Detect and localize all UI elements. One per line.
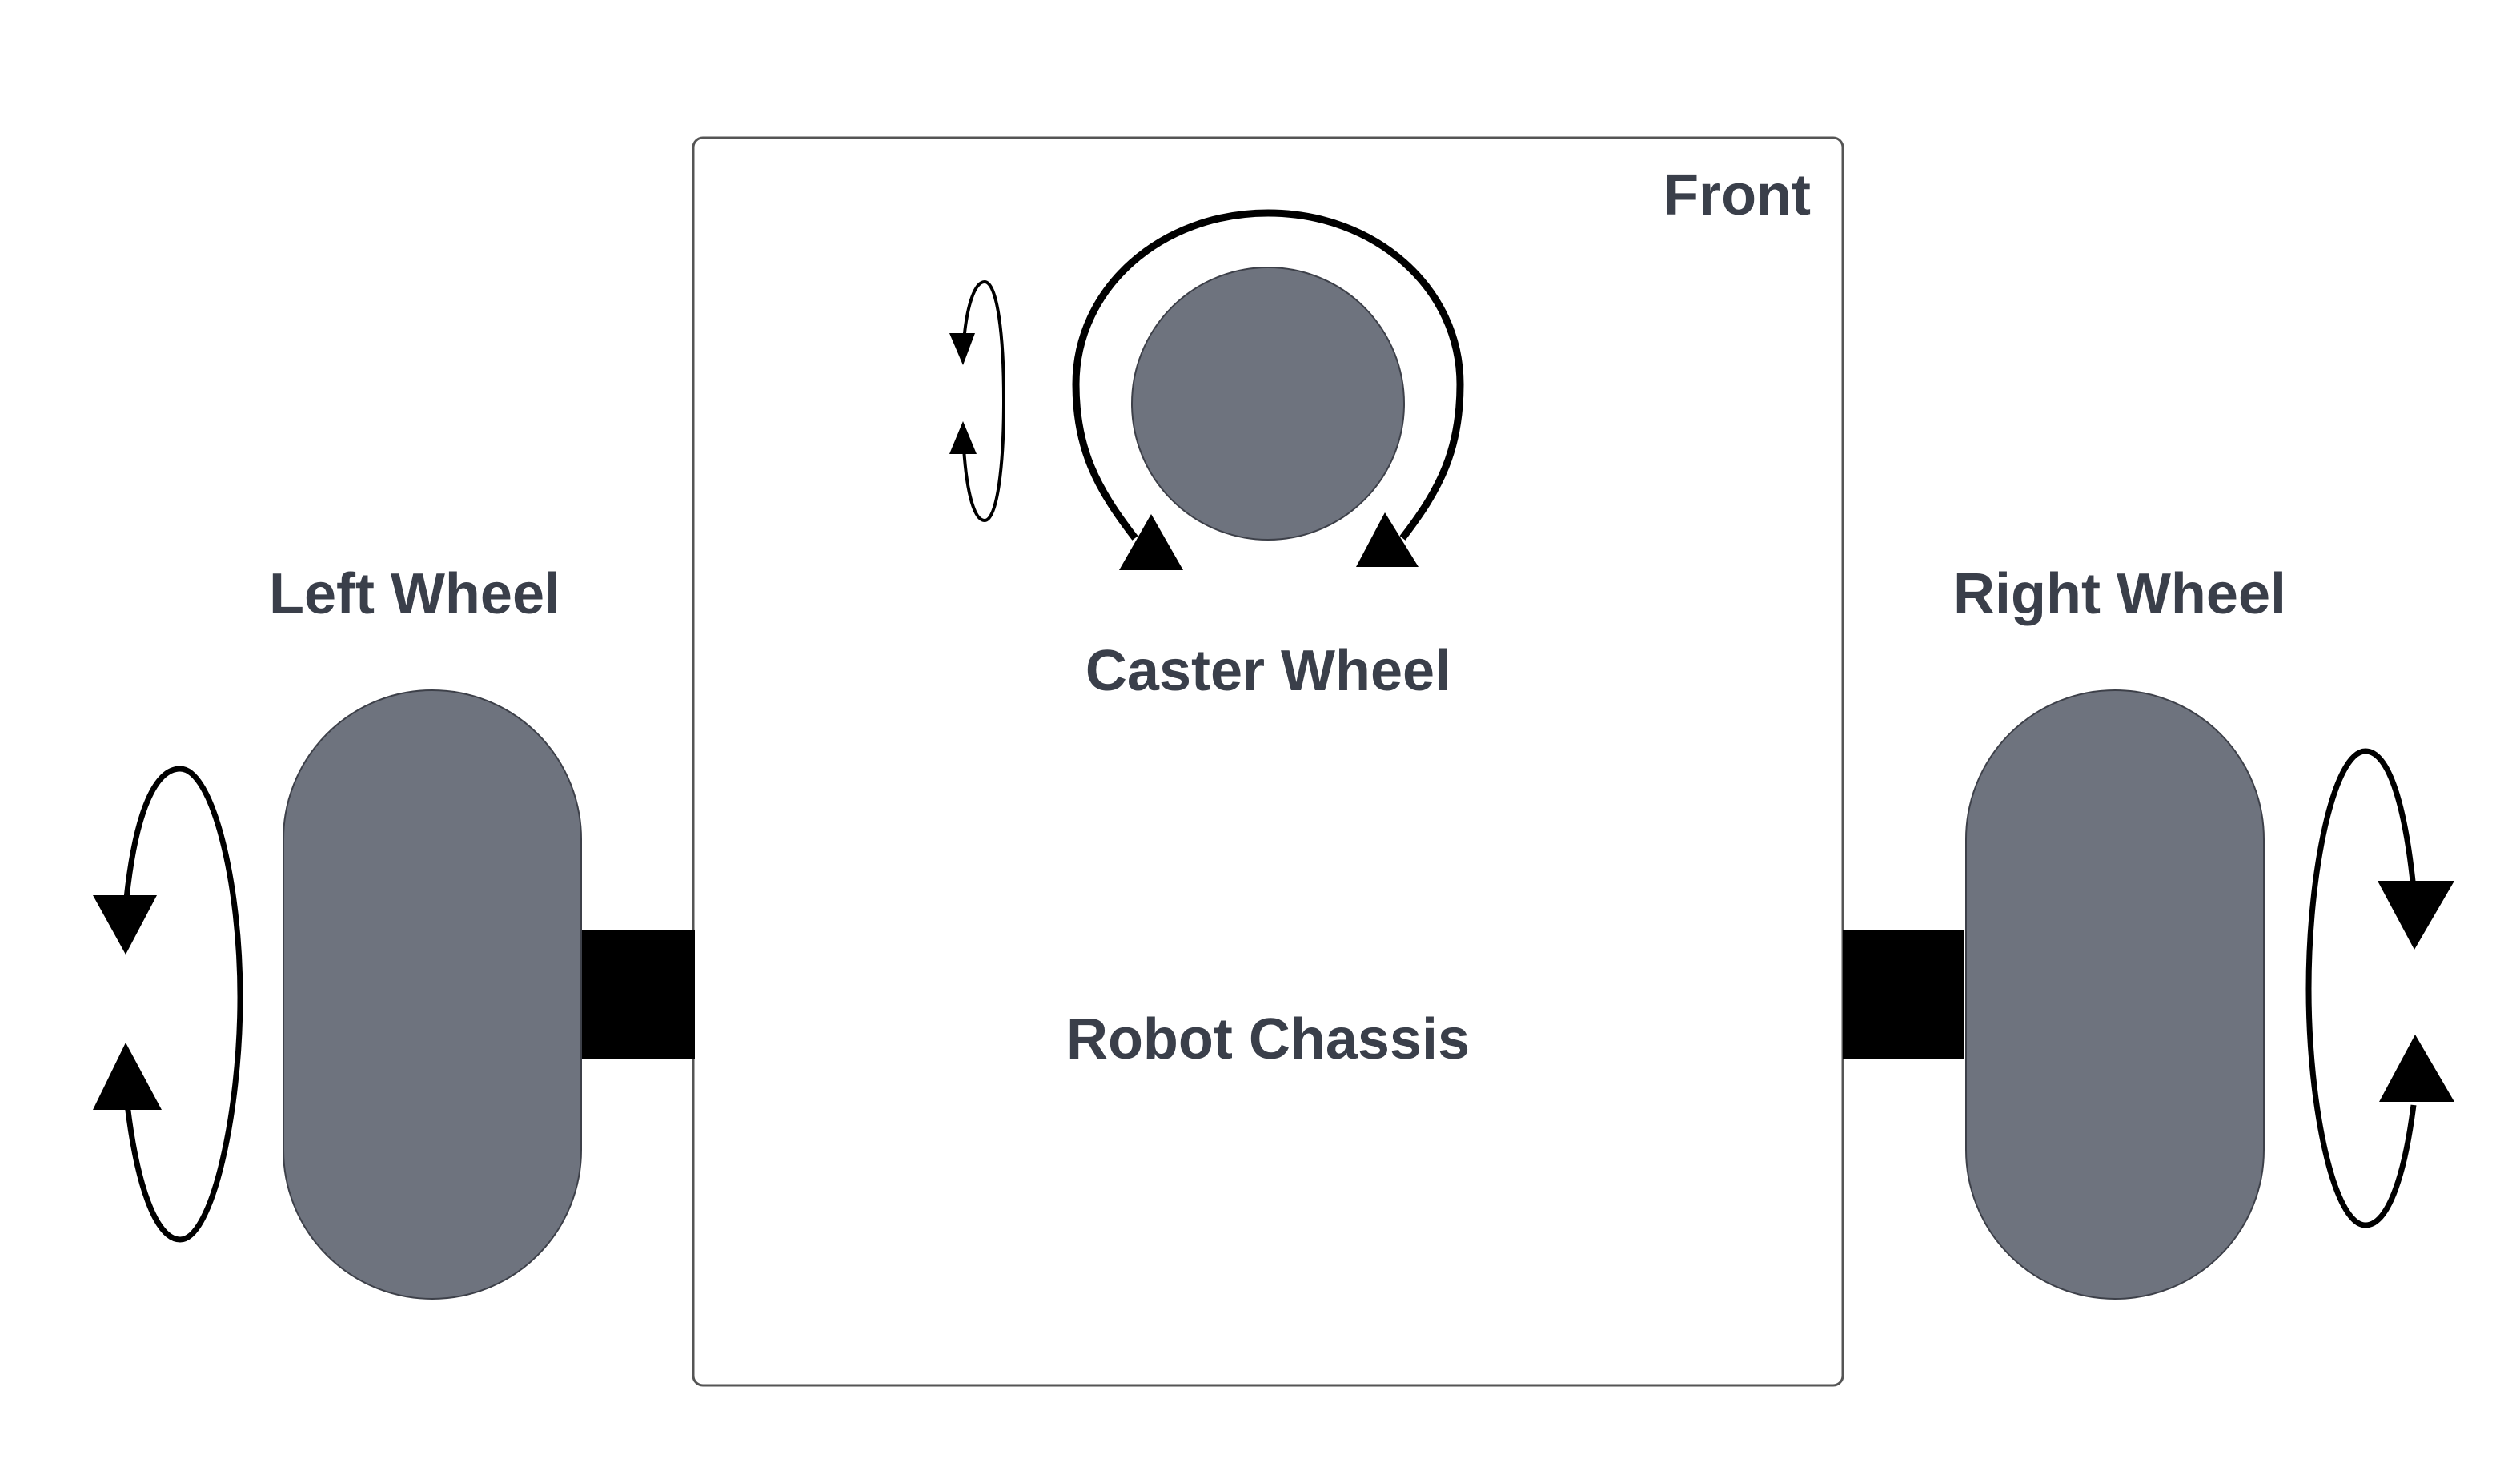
robot-chassis-body — [692, 136, 1844, 1387]
left-axle — [581, 930, 695, 1059]
front-label: Front — [1663, 163, 1811, 227]
right-arrowhead-up — [2379, 1035, 2454, 1102]
caster-spin-arrowhead-down — [949, 333, 975, 365]
right-wheel-rotation-icon — [2305, 748, 2454, 1228]
left-wheel[interactable] — [283, 689, 582, 1300]
caster-spin-icon — [949, 279, 1006, 523]
caster-spin-arrowhead-up — [949, 421, 977, 454]
right-wheel[interactable] — [1965, 689, 2265, 1300]
caster-wheel[interactable] — [1131, 267, 1405, 541]
caster-arrowhead-left — [1119, 514, 1183, 570]
left-arrowhead-down — [93, 895, 157, 955]
left-arrowhead-up — [93, 1043, 162, 1110]
right-arrowhead-down — [2378, 881, 2454, 950]
right-wheel-label: Right Wheel — [1953, 562, 2286, 626]
left-wheel-rotation-icon — [93, 766, 243, 1243]
caster-swivel-icon — [1072, 209, 1464, 570]
caster-arrowhead-right — [1356, 512, 1419, 567]
left-wheel-label: Left Wheel — [269, 562, 560, 626]
caster-wheel-label: Caster Wheel — [1085, 639, 1451, 703]
robot-chassis-label: Robot Chassis — [1066, 1007, 1470, 1071]
right-axle — [1843, 930, 1964, 1059]
